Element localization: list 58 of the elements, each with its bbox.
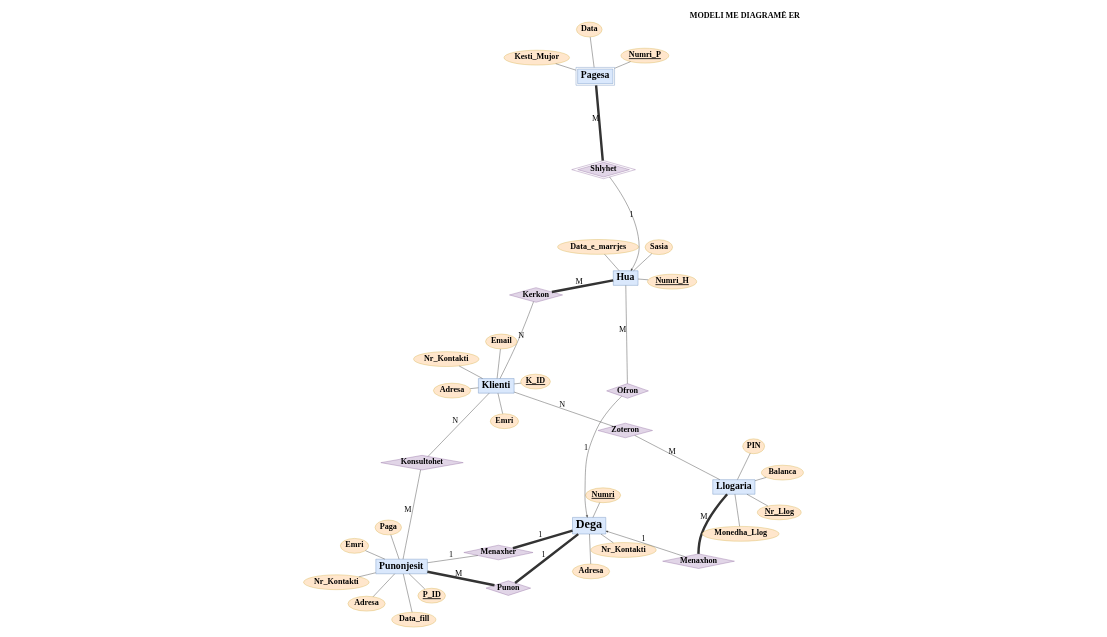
node-ellipse: Nr_Kontakti [413, 351, 480, 367]
node-diamond: Ofron [606, 383, 649, 399]
node-ellipse: Numri_P [620, 48, 669, 64]
node-ellipse: Adresa [433, 383, 471, 399]
connector [551, 279, 614, 294]
node-ellipse: Nr_Kontakti [590, 542, 657, 558]
edge-label: N [452, 415, 459, 425]
node-ellipse: K_ID [520, 373, 551, 390]
arrow [605, 530, 686, 557]
node-ellipse: Adresa [572, 563, 610, 580]
connector [514, 533, 579, 584]
edge-label: M [404, 504, 412, 514]
connector [427, 570, 495, 587]
node-ellipse: Numri [585, 487, 621, 503]
node-ellipse: Data_e_marrjes [557, 239, 639, 255]
node-ellipse: Adresa [347, 596, 386, 612]
edge-label: M [455, 569, 463, 579]
node-ellipse: Sasia [644, 239, 673, 255]
node-ellipse: Data [576, 21, 603, 38]
node-diamond: Menaxher [463, 545, 534, 561]
edge-label: 1 [583, 443, 588, 453]
arrow [609, 176, 640, 271]
edge-label: M [700, 511, 708, 521]
node-ellipse: Emri [340, 538, 369, 554]
edge-label: 1 [448, 549, 453, 559]
node-box: Llogaria [712, 479, 756, 495]
edge-label: M [575, 276, 583, 286]
node-diamond: Punon [485, 580, 531, 596]
edge-label: 1 [538, 530, 543, 540]
node-ellipse: Numri_H [647, 274, 697, 290]
node-diamond: Menaxhon [662, 553, 735, 569]
node-ellipse: Balanca [761, 465, 804, 481]
node-ellipse: Emri [490, 413, 519, 429]
node-diamond: Kerkon [509, 287, 563, 303]
node-box: Punonjesit [375, 558, 428, 574]
node-ellipse: Monedha_Llog [702, 526, 780, 542]
node-ellipse: Nr_Llog [757, 504, 802, 520]
edge-label: N [559, 400, 566, 410]
node-box: Klienti [478, 378, 515, 394]
connector [594, 85, 604, 161]
node-ellipse: P_ID [417, 588, 446, 604]
edge-label: M [619, 325, 627, 335]
connector [512, 529, 573, 550]
node-ellipse: Kesti_Mujor [503, 50, 570, 66]
edge-label: 1 [629, 209, 634, 219]
edge-label: 1 [641, 534, 646, 544]
node-ellipse: Paga [374, 519, 402, 536]
diagram-title: MODELI ME DIAGRAMË ER [689, 10, 800, 20]
connector [697, 493, 729, 554]
node-ellipse: Nr_Kontakti [303, 574, 370, 590]
edge-label: 1 [541, 549, 546, 559]
node-ellipse: Data_fill [391, 612, 437, 628]
edge-label: M [668, 447, 676, 457]
node-ellipse: PIN [742, 438, 765, 454]
edge-label: N [518, 331, 525, 341]
node-diamond: Zoteron [597, 422, 653, 438]
node-diamond: Konsultohet [380, 455, 464, 471]
node-ellipse: Email [485, 333, 518, 350]
